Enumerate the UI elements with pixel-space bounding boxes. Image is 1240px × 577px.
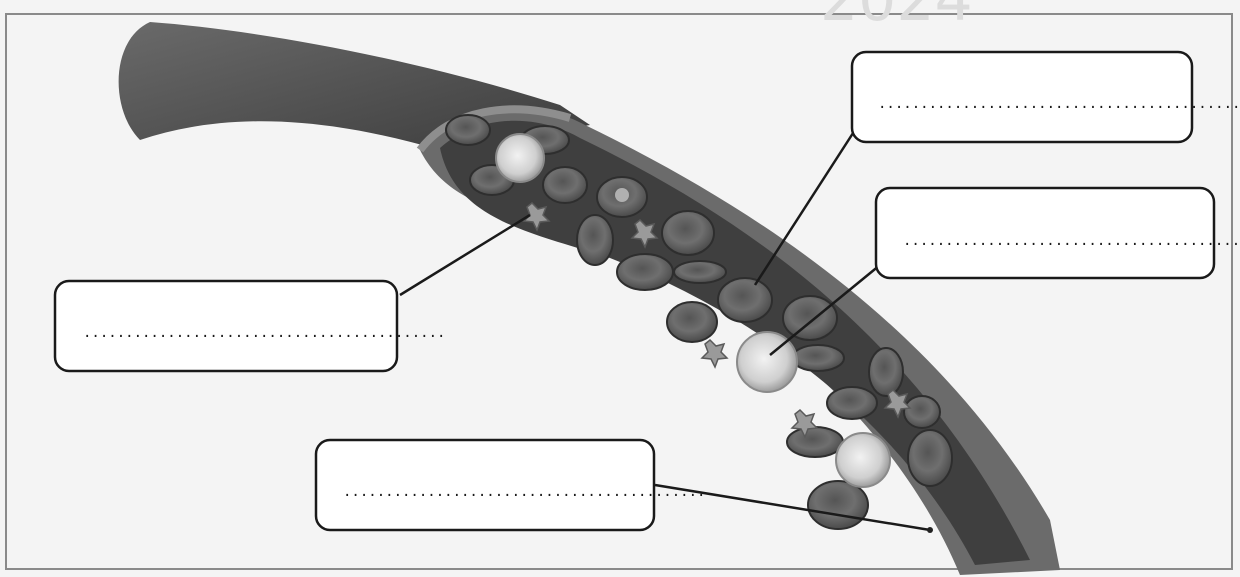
red-blood-cell: [786, 426, 844, 458]
answer-blank: ........................................…: [903, 233, 1240, 249]
red-blood-cell: [542, 166, 588, 204]
platelet: [522, 201, 551, 232]
white-blood-cell: [736, 331, 798, 393]
platelet: [630, 218, 659, 249]
platelet: [883, 388, 912, 419]
red-blood-cell: [445, 114, 491, 146]
red-blood-cell: [903, 395, 941, 429]
red-blood-cell: [673, 260, 727, 284]
red-blood-cell: [666, 301, 718, 343]
red-blood-cells: [445, 114, 953, 530]
red-blood-cell: [826, 386, 878, 420]
red-blood-cell: [807, 480, 869, 530]
platelets: [522, 201, 912, 439]
label-box-platelet: ........................................…: [53, 279, 445, 373]
label-box-plasma: ........................................…: [314, 438, 705, 532]
granule-cluster: [615, 188, 629, 202]
answer-box[interactable]: [314, 438, 656, 532]
platelet: [790, 408, 819, 439]
white-blood-cell: [835, 432, 891, 488]
answer-blank: ........................................…: [878, 96, 1240, 112]
red-blood-cell: [907, 429, 953, 487]
red-blood-cell: [616, 253, 674, 291]
plasma-pointer-dot: [927, 527, 933, 533]
answer-box[interactable]: [850, 50, 1194, 144]
watermark: 2024: [820, 0, 973, 35]
answer-box[interactable]: [874, 186, 1216, 280]
red-blood-cell: [868, 347, 904, 397]
vessel-cut-rim: [416, 105, 572, 153]
red-blood-cell: [576, 214, 614, 266]
leader-lines: [399, 129, 931, 532]
red-blood-cell: [717, 277, 773, 323]
leader-line-red-blood-cell: [753, 129, 857, 286]
leader-line-platelet: [399, 213, 531, 297]
leader-line-white-blood-cell: [769, 264, 881, 356]
white-blood-cells: [495, 133, 891, 488]
red-blood-cell: [782, 295, 838, 341]
answer-blank: ........................................…: [343, 484, 705, 500]
answer-blank: ........................................…: [83, 325, 445, 341]
red-blood-cell: [791, 344, 845, 372]
label-box-red-blood-cell: ........................................…: [850, 50, 1240, 144]
label-box-white-blood-cell: ........................................…: [874, 186, 1240, 280]
answer-box[interactable]: [53, 279, 399, 373]
white-blood-cell: [495, 133, 545, 183]
leader-line-plasma: [654, 483, 931, 532]
red-blood-cell: [661, 210, 715, 256]
platelet: [700, 338, 729, 369]
